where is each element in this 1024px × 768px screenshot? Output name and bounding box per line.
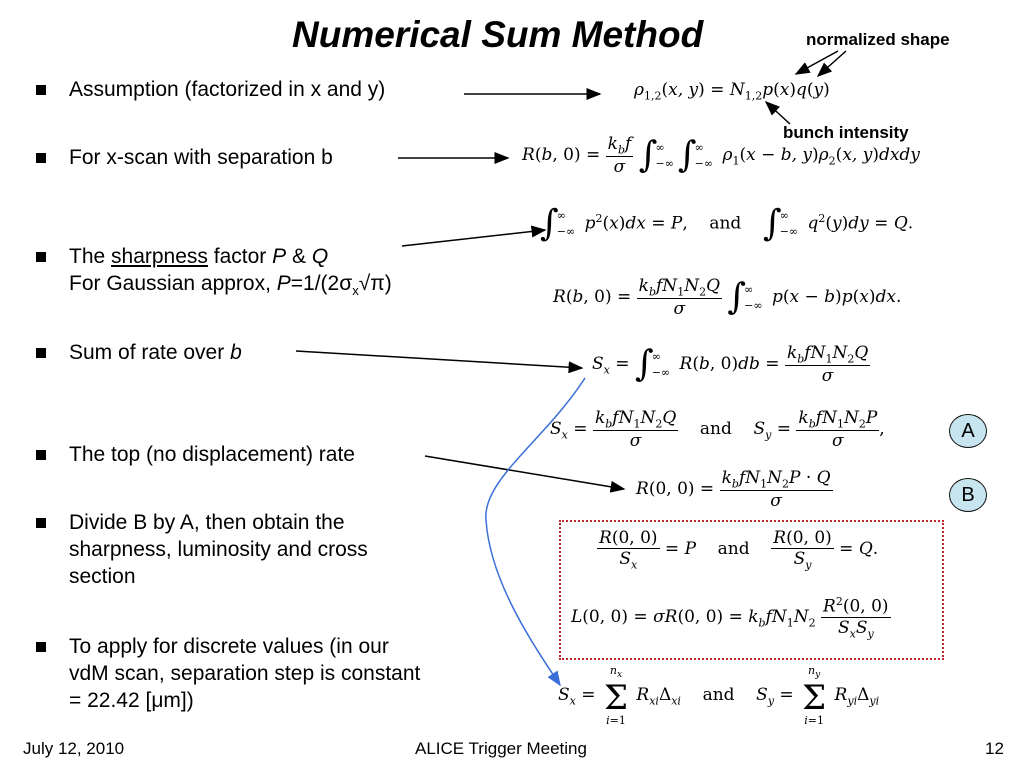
- bullet-square-icon: [36, 252, 46, 262]
- arrow-blue-curve: [485, 377, 586, 687]
- arrow-normalized-2: [816, 50, 847, 77]
- bullet-sum-rate: Sum of rate over b: [36, 339, 242, 366]
- equation-density-factorized: ρ1,2(x, y) = N1,2p(x)q(y): [634, 80, 830, 103]
- footer-page-number: 12: [985, 739, 1004, 758]
- callout-bunch-intensity: bunch intensity: [783, 123, 909, 142]
- bullet-divide: Divide B by A, then obtain the sharpness…: [36, 509, 368, 590]
- footer-date: July 12, 2010: [23, 739, 125, 758]
- sharpness-term: sharpness: [111, 245, 208, 268]
- arrow-normalized-1: [794, 50, 839, 75]
- bullet-apply: To apply for discrete values (in our vdM…: [36, 633, 420, 714]
- slide-title: Numerical Sum Method: [292, 14, 704, 55]
- bullet-top-rate: The top (no displacement) rate: [36, 441, 355, 468]
- bullet-assumption: Assumption (factorized in x and y): [36, 76, 385, 103]
- equation-P-Q-extraction: R(0, 0)Sx = P and R(0, 0)Sy = Q.: [597, 528, 879, 572]
- label-A-badge: A: [949, 414, 987, 448]
- arrow-sharpness: [401, 225, 547, 247]
- arrow-bunch-intensity: [764, 100, 791, 125]
- bullet-sharpness: The sharpness factor P & Q For Gaussian …: [36, 243, 392, 304]
- arrow-sum-rate: [295, 350, 584, 374]
- callout-normalized-shape: normalized shape: [806, 30, 950, 49]
- footer-meeting: ALICE Trigger Meeting: [415, 739, 587, 758]
- equation-luminosity: L(0, 0) = σR(0, 0) = kbfN1N2 R2(0, 0)SxS…: [571, 595, 891, 641]
- bullet-square-icon: [36, 642, 46, 652]
- bullet-square-icon: [36, 85, 46, 95]
- result-box: [559, 520, 944, 660]
- bullet-square-icon: [36, 348, 46, 358]
- equation-sharpness-def: ∫∞−∞ p2(x)dx = P, and ∫∞−∞ q2(y)dy = Q.: [540, 203, 914, 244]
- bullet-square-icon: [36, 518, 46, 528]
- bullet-square-icon: [36, 153, 46, 163]
- arrow-top-rate: [424, 455, 626, 493]
- bullet-xscan: For x-scan with separation b: [36, 144, 333, 171]
- bullet-square-icon: [36, 450, 46, 460]
- label-B-badge: B: [949, 478, 987, 512]
